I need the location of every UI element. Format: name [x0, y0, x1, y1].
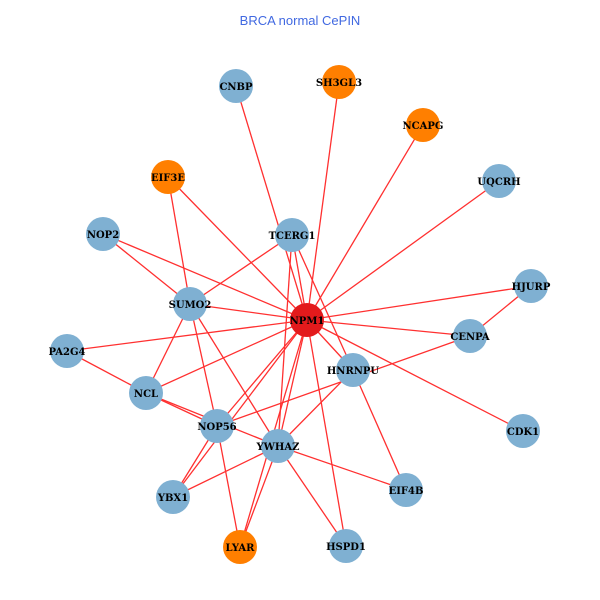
node-label: YBX1 [157, 493, 188, 504]
node-label: NCAPG [403, 121, 444, 132]
node-circle [514, 269, 548, 303]
edge-tcerg1-hnrnpu [291, 234, 354, 371]
edge-nop2-sumo2 [102, 233, 191, 305]
node-label: LYAR [226, 543, 256, 554]
edge-npm1-sumo2 [189, 303, 308, 321]
node-sumo2[interactable]: SUMO2 [169, 287, 212, 321]
diagram-title: BRCA normal CePIN [239, 13, 361, 28]
edge-npm1-hjurp [306, 285, 532, 321]
node-circle [173, 287, 207, 321]
node-lyar[interactable]: LYAR [223, 530, 257, 564]
edge-npm1-sh3gl3 [306, 81, 340, 321]
edge-npm1-pa2g4 [66, 319, 308, 352]
edge-hnrnpu-ywhaz [277, 369, 354, 447]
node-circle [219, 69, 253, 103]
node-circle [322, 65, 356, 99]
edge-ywhaz-hspd1 [277, 445, 347, 547]
node-uqcrh[interactable]: UQCRH [477, 164, 521, 198]
node-label: CENPA [450, 332, 490, 343]
edge-tcerg1-ywhaz [277, 234, 293, 447]
edge-npm1-cnbp [235, 85, 308, 321]
node-label: UQCRH [477, 177, 520, 188]
node-circle [506, 414, 540, 448]
node-cnbp[interactable]: CNBP [219, 69, 253, 103]
node-npm1[interactable]: NPM1 [290, 303, 325, 337]
node-circle [453, 319, 487, 353]
node-ybx1[interactable]: YBX1 [156, 480, 190, 514]
edge-npm1-cenpa [306, 319, 471, 337]
node-circle [151, 160, 185, 194]
node-label: HJURP [512, 282, 551, 293]
node-label: CDK1 [507, 427, 539, 438]
node-circle [261, 429, 295, 463]
node-circle [406, 108, 440, 142]
edge-npm1-cdk1 [306, 319, 524, 432]
edge-npm1-nop2 [102, 233, 308, 321]
node-label: NOP2 [87, 230, 119, 241]
node-cdk1[interactable]: CDK1 [506, 414, 540, 448]
node-circle [329, 529, 363, 563]
node-nop56[interactable]: NOP56 [197, 409, 237, 443]
node-eif4b[interactable]: EIF4B [389, 473, 424, 507]
node-circle [223, 530, 257, 564]
node-label: PA2G4 [48, 347, 85, 358]
edge-ywhaz-lyar [239, 445, 279, 548]
node-nop2[interactable]: NOP2 [86, 217, 120, 251]
edge-npm1-eif3e [167, 176, 308, 321]
node-label: EIF4B [389, 486, 424, 497]
node-ncl[interactable]: NCL [129, 376, 163, 410]
node-circle [290, 303, 324, 337]
node-label: NOP56 [197, 422, 236, 433]
edge-nop56-lyar [216, 425, 241, 548]
edge-eif3e-sumo2 [167, 176, 191, 305]
edge-npm1-ncapg [306, 124, 424, 321]
node-label: EIF3E [151, 173, 185, 184]
edge-tcerg1-sumo2 [189, 234, 293, 305]
node-label: SH3GL3 [316, 78, 362, 89]
node-label: SUMO2 [169, 300, 212, 311]
node-ywhaz[interactable]: YWHAZ [256, 429, 300, 463]
node-sh3gl3[interactable]: SH3GL3 [316, 65, 362, 99]
node-eif3e[interactable]: EIF3E [151, 160, 185, 194]
node-cenpa[interactable]: CENPA [450, 319, 490, 353]
edge-npm1-uqcrh [306, 180, 500, 321]
edge-npm1-ywhaz [277, 319, 308, 447]
node-circle [129, 376, 163, 410]
node-hspd1[interactable]: HSPD1 [326, 529, 366, 563]
node-circle [336, 353, 370, 387]
edge-ywhaz-eif4b [277, 445, 407, 491]
node-circle [275, 218, 309, 252]
edge-npm1-nop56 [216, 319, 308, 427]
node-hnrnpu[interactable]: HNRNPU [327, 353, 380, 387]
edge-ywhaz-ybx1 [172, 445, 279, 498]
node-hjurp[interactable]: HJURP [512, 269, 551, 303]
node-label: YWHAZ [256, 442, 300, 453]
node-circle [482, 164, 516, 198]
node-ncapg[interactable]: NCAPG [403, 108, 444, 142]
node-label: HNRNPU [327, 366, 380, 377]
node-circle [86, 217, 120, 251]
node-pa2g4[interactable]: PA2G4 [48, 334, 86, 368]
node-circle [389, 473, 423, 507]
edge-hnrnpu-eif4b [352, 369, 407, 491]
node-label: HSPD1 [326, 542, 366, 553]
edge-sumo2-ywhaz [189, 303, 279, 447]
node-label: NCL [134, 389, 158, 400]
node-label: TCERG1 [269, 231, 316, 242]
node-circle [50, 334, 84, 368]
edge-npm1-hspd1 [306, 319, 347, 547]
node-circle [156, 480, 190, 514]
node-label: CNBP [219, 82, 253, 93]
edge-npm1-ncl [145, 319, 308, 394]
node-circle [200, 409, 234, 443]
node-label: NPM1 [290, 316, 325, 327]
node-tcerg1[interactable]: TCERG1 [269, 218, 316, 252]
edge-sumo2-nop56 [189, 303, 218, 427]
